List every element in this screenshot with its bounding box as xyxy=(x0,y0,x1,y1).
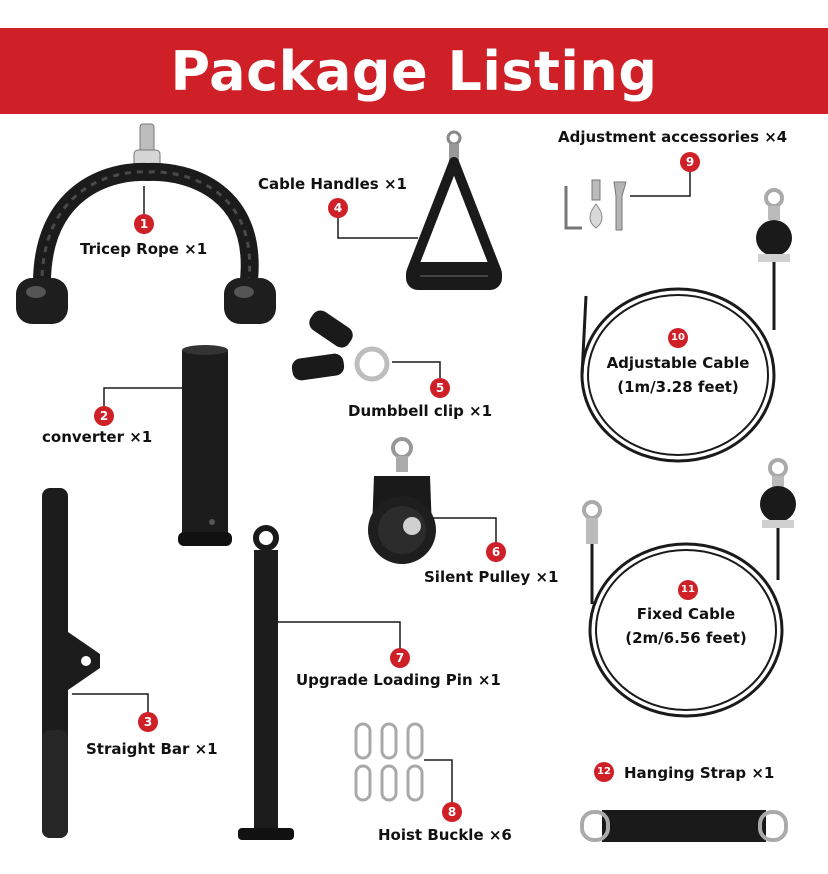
item-label-tricep-rope: Tricep Rope ×1 xyxy=(80,240,208,258)
leader-line-9 xyxy=(630,172,691,197)
item-label-cable-handles: Cable Handles ×1 xyxy=(258,175,407,193)
item-label-hanging-strap: Hanging Strap ×1 xyxy=(624,764,775,782)
item-number-badge-10: 10 xyxy=(668,328,688,348)
item-number-badge-3: 3 xyxy=(138,712,158,732)
cable-handle-icon xyxy=(406,130,502,290)
item-number-badge-5: 5 xyxy=(430,378,450,398)
loading-pin-icon xyxy=(238,525,294,840)
carabiner-icon xyxy=(354,722,424,802)
item-number-badge-9: 9 xyxy=(680,152,700,172)
dumbbell-clip-icon xyxy=(291,310,390,382)
leader-lines xyxy=(72,172,691,810)
wrench-icon xyxy=(564,179,627,231)
adjustable-cable-icon xyxy=(580,188,792,463)
item-number-badge-8: 8 xyxy=(442,802,462,822)
item-number-badge-4: 4 xyxy=(328,198,348,218)
item-number-badge-7: 7 xyxy=(390,648,410,668)
leader-line-8 xyxy=(424,759,453,810)
leader-line-4 xyxy=(337,218,418,239)
fixed-cable-icon xyxy=(582,458,796,718)
leader-line-5 xyxy=(392,361,441,378)
item-label-fixed-cable: Fixed Cable xyxy=(636,605,736,623)
item-label-converter: converter ×1 xyxy=(42,428,153,446)
leader-line-6 xyxy=(430,517,497,552)
item-sublabel-fixed-cable: (2m/6.56 feet) xyxy=(625,629,747,647)
item-label-straight-bar: Straight Bar ×1 xyxy=(86,740,218,758)
item-number-badge-6: 6 xyxy=(486,542,506,562)
converter-tube-icon xyxy=(178,345,232,546)
tricep-rope-icon xyxy=(16,123,276,324)
item-number-badge-1: 1 xyxy=(134,214,154,234)
item-label-dumbbell-clip: Dumbbell clip ×1 xyxy=(348,402,493,420)
item-label-adjustable-cable: Adjustable Cable xyxy=(606,354,750,372)
pulley-icon xyxy=(368,437,436,564)
title-banner: Package Listing xyxy=(0,28,828,114)
item-number-badge-2: 2 xyxy=(94,406,114,426)
hanging-strap-icon xyxy=(580,810,788,842)
item-label-silent-pulley: Silent Pulley ×1 xyxy=(424,568,559,586)
item-number-badge-11: 11 xyxy=(678,580,698,600)
straight-bar-icon xyxy=(42,488,100,838)
item-number-badge-12: 12 xyxy=(594,762,614,782)
page-title: Package Listing xyxy=(170,39,658,103)
leader-line-2 xyxy=(103,387,182,406)
item-label-hoist-buckle: Hoist Buckle ×6 xyxy=(378,826,512,844)
item-label-loading-pin: Upgrade Loading Pin ×1 xyxy=(296,671,501,689)
item-label-adjustment-accessories: Adjustment accessories ×4 xyxy=(558,128,788,146)
leader-line-3 xyxy=(72,693,149,720)
leader-line-7 xyxy=(276,621,401,656)
item-sublabel-adjustable-cable: (1m/3.28 feet) xyxy=(617,378,739,396)
